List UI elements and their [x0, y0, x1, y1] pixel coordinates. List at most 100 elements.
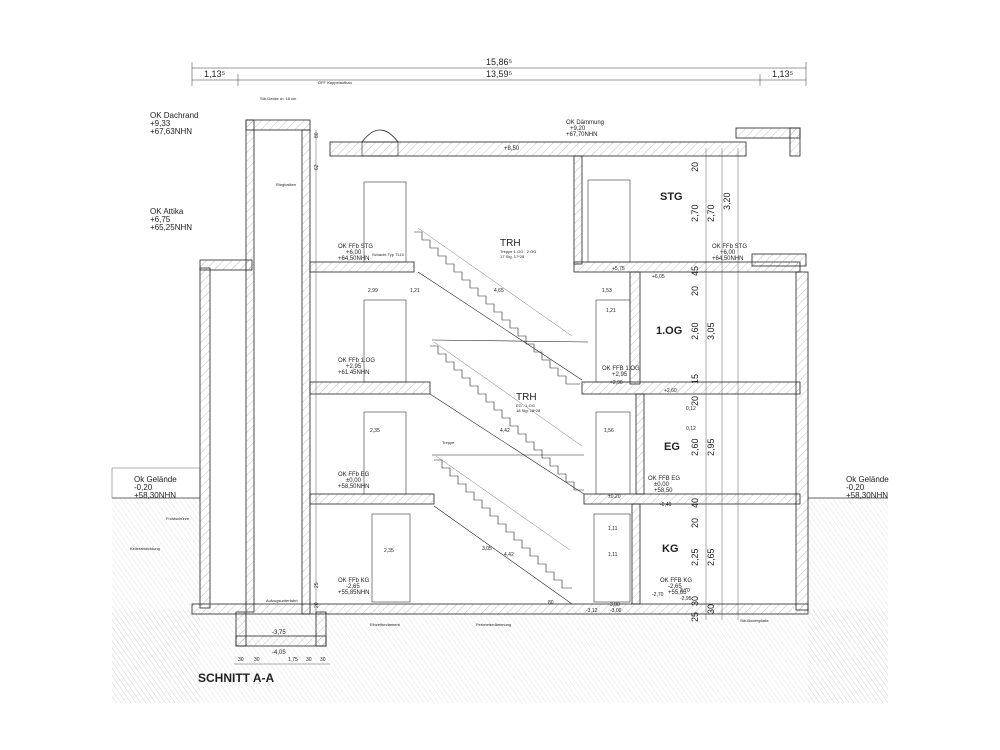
- svg-text:2,60: 2,60: [690, 322, 700, 340]
- ok-attika-nhn: +65,25NHN: [150, 223, 192, 232]
- skylight-upstand: [361, 141, 399, 157]
- svg-text:Schacht Typ T115: Schacht Typ T115: [372, 252, 405, 257]
- ok-ffb-kg-right-label: OK FFB KG: [660, 578, 692, 584]
- svg-text:2,60: 2,60: [690, 438, 700, 456]
- ok-ffb-kg-left-label: OK FFb KG: [338, 578, 370, 584]
- dim-left: 1,13⁵: [204, 69, 226, 79]
- ok-ffb-eg-left-rel: ±0,00: [346, 478, 362, 484]
- trh-upper-line1: Treppe 1.OG - 2.OG: [500, 249, 536, 254]
- svg-text:±0,20: ±0,20: [608, 494, 621, 500]
- svg-text:1,53: 1,53: [602, 288, 612, 294]
- svg-text:2,70: 2,70: [690, 204, 700, 222]
- svg-text:30: 30: [690, 596, 700, 606]
- ok-dachrand-rel: +9,33: [150, 119, 171, 128]
- svg-text:20: 20: [690, 396, 700, 406]
- svg-text:2,70: 2,70: [680, 588, 690, 594]
- ok-ffb-1og-left-rel: +2,95: [346, 364, 362, 370]
- soil-right: [808, 498, 888, 703]
- svg-text:3,05: 3,05: [706, 322, 716, 340]
- svg-text:4,42: 4,42: [504, 552, 514, 558]
- svg-text:0,12: 0,12: [686, 406, 696, 412]
- trh-lower-line2: 18 Stg. 18*28: [516, 408, 541, 413]
- doors: [363, 179, 631, 603]
- svg-text:Stb-Bodenplatte: Stb-Bodenplatte: [740, 618, 769, 623]
- ok-ffb-1og-left-label: OK FFb 1.OG: [338, 358, 375, 364]
- ok-attika-label: OK Attika: [150, 207, 184, 216]
- svg-text:Aufzugsunterfahrt: Aufzugsunterfahrt: [266, 598, 298, 603]
- skylight: [361, 129, 399, 143]
- ok-dachrand-label: OK Dachrand: [150, 111, 198, 120]
- ok-daemmung-nhn: +67,70NHN: [566, 132, 598, 138]
- ok-ffb-1og-left-nhn: +61,45NHN: [338, 370, 370, 376]
- stair-flights: [414, 231, 589, 605]
- ok-gelaende-left-label: Ok Gelände: [134, 475, 177, 484]
- ok-ffb-stg-right-label: OK FFb STG: [712, 244, 747, 250]
- svg-text:-2,70: -2,70: [652, 592, 664, 598]
- ok-ffb-eg-right-label: OK FFB EG: [648, 476, 680, 482]
- trh-upper-label: TRH: [500, 238, 521, 249]
- svg-text:Frostschürze: Frostschürze: [166, 516, 190, 521]
- top-dimensions: [191, 62, 807, 86]
- svg-text:30: 30: [238, 657, 244, 663]
- svg-text:25: 25: [690, 612, 700, 622]
- svg-text:+5,75: +5,75: [612, 266, 625, 272]
- svg-text:-2,95: -2,95: [680, 596, 692, 602]
- svg-text:25: 25: [314, 582, 320, 588]
- svg-text:45: 45: [690, 266, 700, 276]
- ok-ffb-stg-left-label: OK FFb STG: [338, 244, 373, 250]
- svg-text:30: 30: [320, 657, 326, 663]
- ok-ffb-eg-right-rel: ±0,00: [654, 482, 670, 488]
- ok-ffb-eg-left-nhn: +58,50NHN: [338, 484, 370, 490]
- ok-gelaende-left-nhn: +58,30NHN: [134, 491, 176, 500]
- svg-text:30: 30: [306, 657, 312, 663]
- svg-text:1,11: 1,11: [608, 526, 618, 532]
- room-kg: KG: [662, 543, 679, 555]
- svg-text:+6,05: +6,05: [652, 274, 665, 280]
- room-1og: 1.OG: [656, 325, 682, 337]
- vertical-dimension-lines: [315, 130, 739, 620]
- svg-text:1,56: 1,56: [604, 428, 614, 434]
- ok-daemmung-label: OK Dämmung: [566, 120, 604, 126]
- svg-text:+2,90: +2,90: [610, 380, 623, 386]
- ok-ffb-stg-left-nhn: +64,50NHN: [338, 256, 370, 262]
- ok-dachrand-nhn: +67,63NHN: [150, 127, 192, 136]
- roof-level: +8,50: [504, 146, 520, 152]
- svg-text:0,12: 0,12: [686, 426, 696, 432]
- svg-text:Treppe: Treppe: [442, 440, 455, 445]
- svg-text:62: 62: [314, 164, 320, 170]
- svg-text:2,95: 2,95: [706, 438, 716, 456]
- drawing-title: SCHNITT A-A: [198, 671, 275, 685]
- room-eg: EG: [664, 441, 680, 453]
- svg-text:30: 30: [254, 657, 260, 663]
- ok-ffb-eg-right-nhn: +58,50: [654, 488, 673, 494]
- svg-text:4,65: 4,65: [494, 288, 504, 294]
- pit-level-b: -4,05: [272, 650, 286, 656]
- trh-lower-label: TRH: [516, 392, 537, 403]
- svg-text:-3,12: -3,12: [586, 608, 598, 614]
- svg-text:2,35: 2,35: [384, 548, 394, 554]
- svg-text:20: 20: [690, 518, 700, 528]
- dim-overall: 15,86⁵: [486, 57, 513, 67]
- svg-text:4,42: 4,42: [500, 428, 510, 434]
- svg-text:3,00: 3,00: [610, 602, 620, 608]
- ok-ffb-stg-left-rel: +6,00: [346, 250, 362, 256]
- svg-text:20: 20: [314, 602, 320, 608]
- ok-gelaende-left-rel: -0,20: [134, 483, 153, 492]
- svg-text:Einzelfundament: Einzelfundament: [370, 622, 401, 627]
- svg-text:3,05: 3,05: [482, 546, 492, 552]
- svg-text:80: 80: [314, 132, 320, 138]
- svg-text:1,11: 1,11: [608, 552, 618, 558]
- svg-text:20: 20: [690, 286, 700, 296]
- building-walls: [191, 119, 809, 647]
- ok-ffb-1og-right-label: OK FFB 1.OG: [602, 366, 640, 372]
- svg-text:2,35: 2,35: [370, 428, 380, 434]
- svg-text:1,75: 1,75: [288, 657, 298, 663]
- ok-ffb-kg-left-nhn: +55,85NHN: [338, 590, 370, 596]
- trh-lower-line1: EG - 1.OG: [516, 403, 535, 408]
- room-stg: STG: [660, 191, 683, 203]
- svg-text:3,20: 3,20: [722, 192, 732, 210]
- inner-storey-dimensions: 20 2,70 45 20 2,60 15 20 2,60 40 20 2,25…: [690, 162, 700, 622]
- svg-text:30: 30: [706, 604, 716, 614]
- trh-upper-line2: 17 Stg. 17*28: [500, 254, 525, 259]
